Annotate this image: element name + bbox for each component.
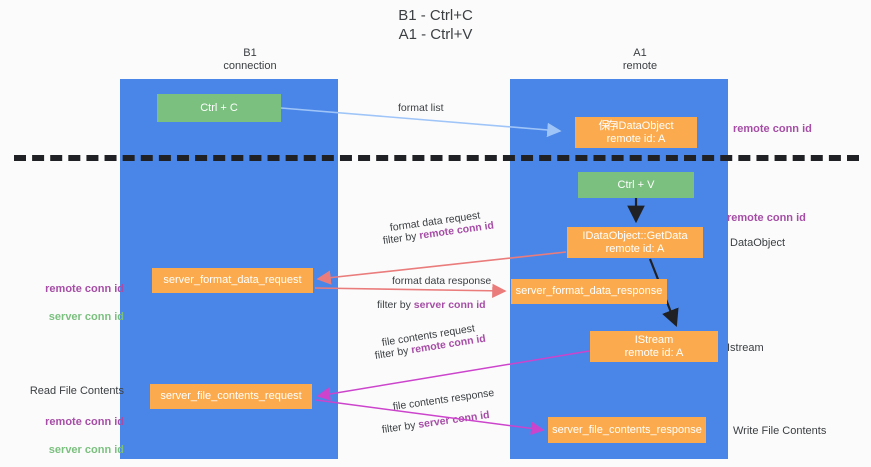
annotation-left-server-conn-id-2: server conn id [48, 444, 124, 456]
node-server-format-data-request[interactable]: server_format_data_request [152, 268, 313, 293]
filter-prefix: filter by [377, 299, 414, 311]
annotation-left-conn-ids: remote conn id server conn id [12, 268, 124, 338]
node-server-format-data-response[interactable]: server_format_data_response [511, 279, 667, 304]
node-store-idataobject-prefix: 保存 [598, 119, 617, 132]
annotation-dataobject: DataObject [730, 237, 786, 249]
annotation-left-remote-conn-id-2: remote conn id [45, 416, 124, 428]
node-server-file-contents-request[interactable]: server_file_contents_request [150, 384, 312, 409]
annotation-left-conn-ids-2: remote conn id server conn id [12, 401, 124, 467]
node-idataobject-getdata[interactable]: IDataObject::GetData remote id: A [567, 227, 703, 258]
annotation-read-file-contents: Read File Contents [29, 385, 124, 397]
annotation-istream: Istream [727, 342, 764, 354]
edge-label-format-list: format list [398, 102, 444, 114]
edge-label-format-data-response-filter: filter by server conn id [377, 298, 486, 313]
node-store-idataobject[interactable]: 保存IDataObject remote id: A [575, 117, 697, 148]
phase-divider [14, 155, 859, 161]
column-header-a1: A1 remote [622, 47, 658, 72]
node-store-idataobject-label: 保存IDataObject remote id: A [598, 120, 673, 146]
annotation-left-server-conn-id: server conn id [48, 311, 124, 323]
annotation-remote-conn-id-mid: remote conn id [727, 212, 806, 224]
node-store-idataobject-text: IDataObject remote id: A [606, 119, 674, 145]
column-header-b1: B1 connection [223, 47, 277, 72]
filter-prefix: filter by [381, 418, 420, 436]
page-title: B1 - Ctrl+C A1 - Ctrl+V [398, 7, 473, 43]
annotation-remote-conn-id-top: remote conn id [733, 123, 812, 135]
filter-key-server-conn-id: server conn id [413, 299, 486, 311]
node-ctrl-v[interactable]: Ctrl + V [578, 172, 694, 198]
filter-prefix: filter by [373, 344, 413, 362]
node-server-file-contents-response[interactable]: server_file_contents_response [548, 417, 706, 443]
edge-label-format-data-response: format data response [392, 275, 492, 287]
annotation-write-file-contents: Write File Contents [733, 425, 827, 437]
filter-prefix: filter by [382, 229, 421, 247]
annotation-left-remote-conn-id: remote conn id [45, 283, 124, 295]
node-ctrl-c[interactable]: Ctrl + C [157, 94, 281, 122]
filter-key-server-conn-id: server conn id [417, 408, 491, 431]
node-istream[interactable]: IStream remote id: A [590, 331, 718, 362]
